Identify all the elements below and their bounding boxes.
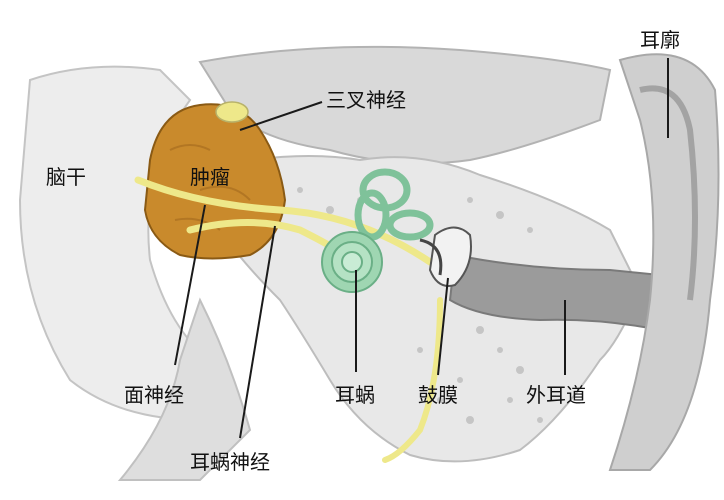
label-cochlea: 耳蜗 [335,383,375,407]
label-cochlear-nerve: 耳蜗神经 [190,450,270,474]
leader-lines [174,58,669,439]
lower-nerve-path [382,297,443,463]
label-external-auditory-canal: 外耳道 [526,383,586,407]
external-canal-shape [448,253,661,332]
leader-eardrum [437,277,449,376]
label-facial-nerve: 面神经 [124,383,184,407]
lower-tissue-shape [117,297,252,481]
brain-shape [198,45,612,165]
auricle-fold [639,85,698,301]
label-tumor: 肿瘤 [190,165,230,189]
leader-facial [174,204,206,366]
trigeminal-nerve-shape [215,101,249,123]
cochlea-shape [321,231,383,293]
facial-nerve-path [134,176,434,266]
leader-trigeminal [239,101,323,131]
label-trigeminal-nerve: 三叉神经 [326,88,406,112]
label-eardrum: 鼓膜 [418,383,458,407]
temporal-bone-shape [219,155,642,463]
brainstem-shape [18,65,212,422]
semicircular-canals [354,168,434,241]
label-auricle: 耳廓 [640,28,680,52]
label-brainstem: 脑干 [46,165,86,189]
leader-cochlear-nerve [239,225,276,439]
ossicle-shape [419,238,443,276]
